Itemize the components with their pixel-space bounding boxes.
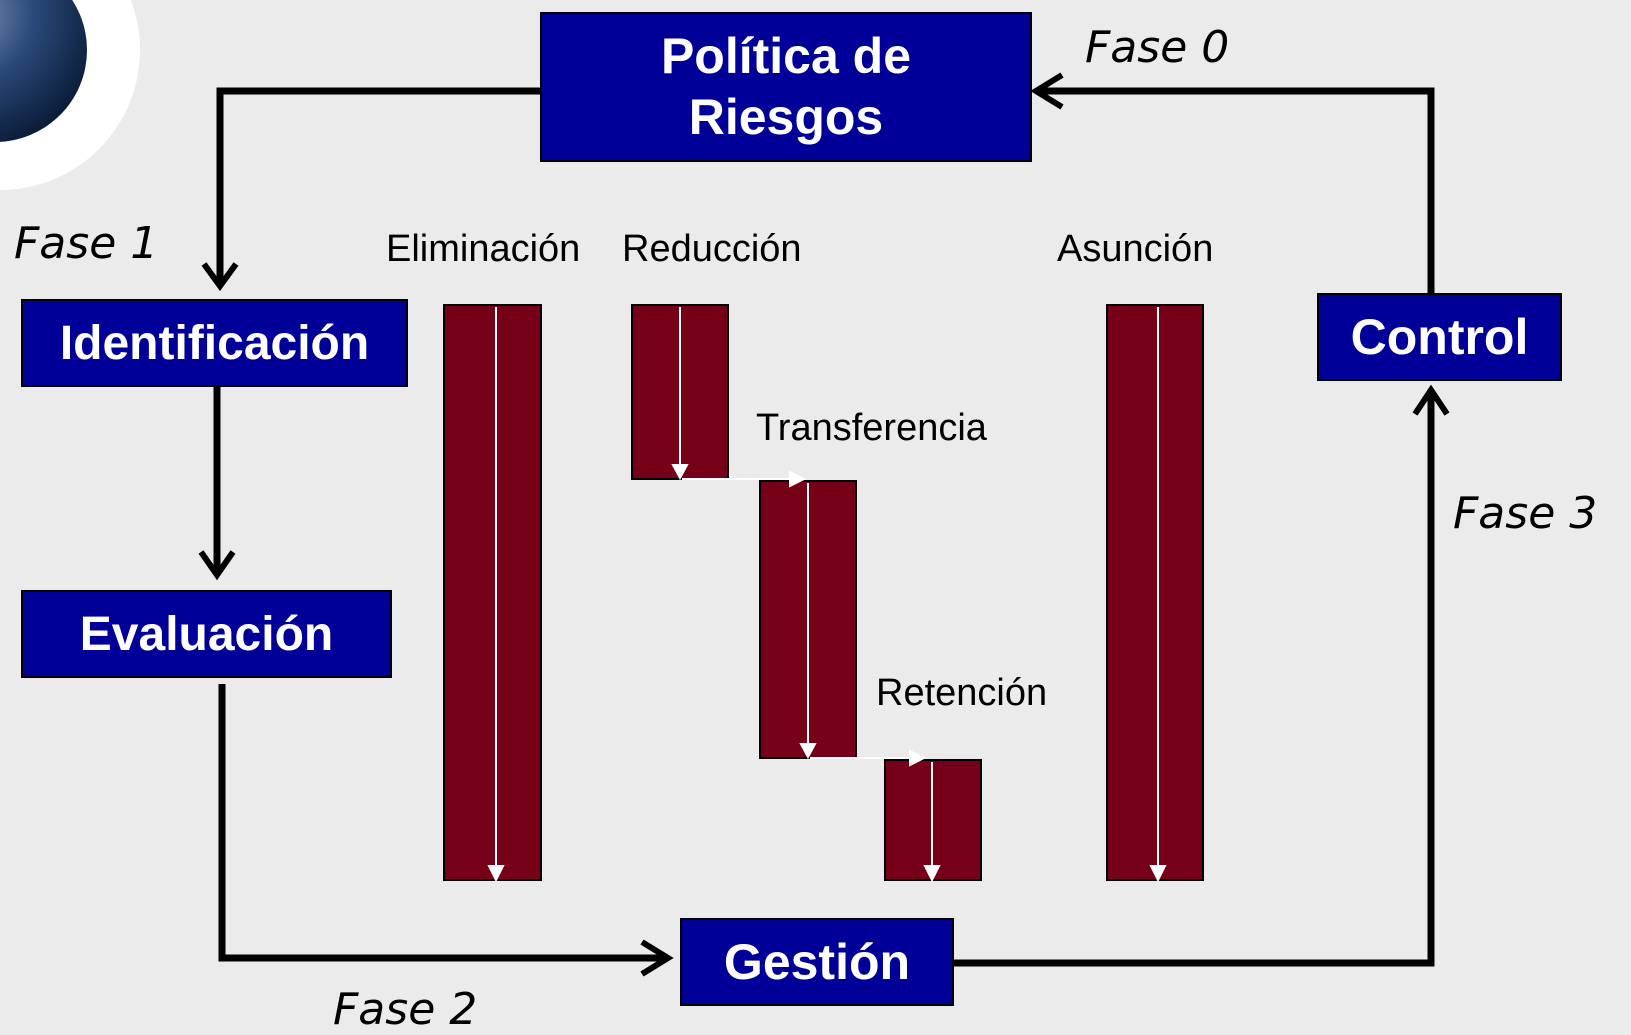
flow-arrow-retention	[923, 762, 941, 883]
arrowhead-management	[640, 939, 674, 977]
connector-management-control	[951, 390, 1435, 967]
node-policy[interactable]: Política de Riesgos	[540, 12, 1032, 162]
flow-arrow-elimination	[487, 307, 505, 883]
strategy-elimination-label: Eliminación	[386, 228, 581, 270]
connector-control-policy	[1036, 87, 1435, 296]
flow-arrow-reduction	[671, 307, 689, 481]
flow-arrow-transfer-to-retention	[810, 749, 927, 767]
phase-0-label: Fase 0	[1085, 22, 1230, 73]
arrowhead-control	[1412, 384, 1450, 416]
node-identification[interactable]: Identificación	[21, 299, 408, 387]
flow-arrow-transfer	[799, 483, 817, 760]
node-identification-label: Identificación	[59, 316, 370, 370]
strategy-assumption-label: Asunción	[1057, 228, 1214, 270]
bar-assumption	[1106, 304, 1204, 881]
phase-2-label: Fase 2	[333, 984, 478, 1035]
node-management[interactable]: Gestión	[680, 918, 954, 1006]
node-policy-line2: Riesgos	[688, 89, 884, 145]
node-evaluation[interactable]: Evaluación	[21, 590, 392, 678]
node-control-label: Control	[1350, 309, 1529, 365]
logo-sphere	[0, 0, 140, 190]
node-management-label: Gestión	[723, 934, 911, 990]
flow-arrow-assumption	[1149, 307, 1167, 883]
node-policy-line1: Política de	[660, 28, 912, 84]
flow-arrow-reduction-to-transfer	[682, 470, 807, 488]
connector-evaluation-management	[218, 684, 668, 962]
node-control[interactable]: Control	[1317, 293, 1562, 381]
strategy-reduction-label: Reducción	[622, 228, 802, 270]
phase-3-label: Fase 3	[1453, 488, 1598, 539]
arrowhead-evaluation	[198, 550, 236, 581]
connector-policy-identification	[216, 87, 541, 285]
bar-elimination	[443, 304, 542, 881]
arrowhead-identification	[201, 262, 239, 292]
arrowhead-policy	[1030, 72, 1064, 110]
strategy-retention-label: Retención	[876, 672, 1048, 714]
strategy-transfer-label: Transferencia	[756, 407, 987, 449]
node-evaluation-label: Evaluación	[79, 607, 334, 661]
phase-1-label: Fase 1	[14, 218, 159, 269]
